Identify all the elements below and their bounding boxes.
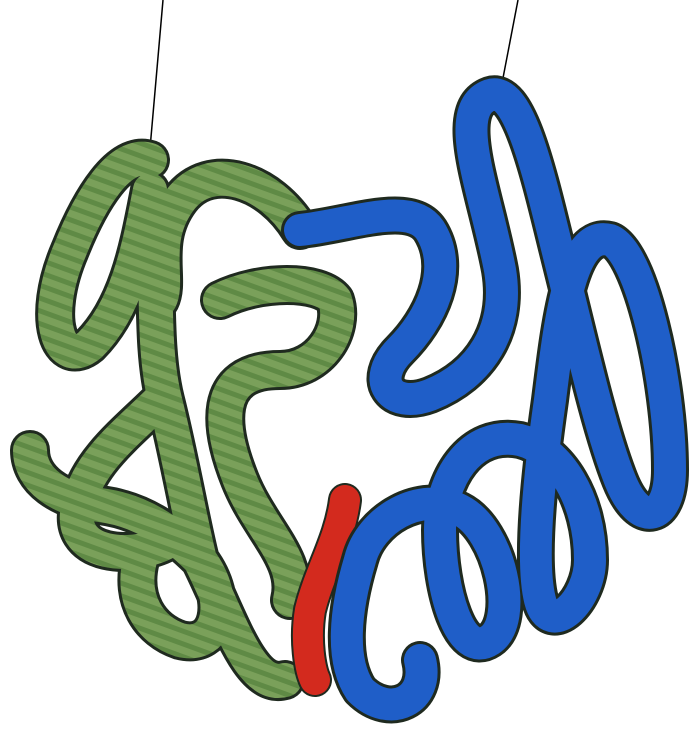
leader-line-right xyxy=(503,0,518,78)
leader-line-left xyxy=(149,0,163,160)
domain-b-blue xyxy=(300,94,670,704)
